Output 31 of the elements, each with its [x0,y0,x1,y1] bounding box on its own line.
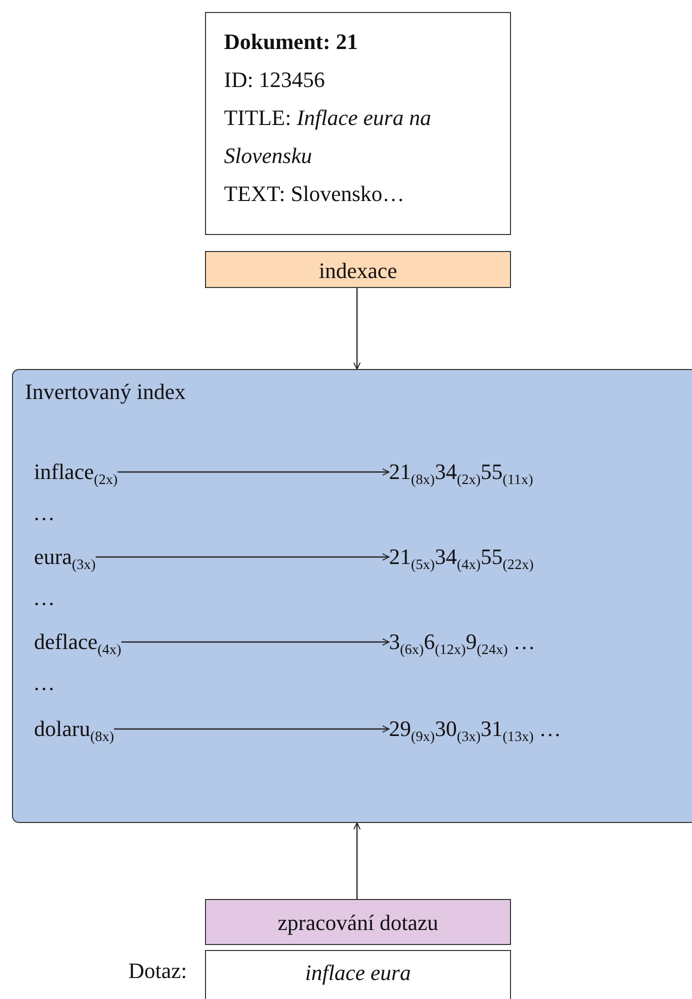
ellipsis-text: … [33,670,55,696]
box-label: inflace eura [304,959,412,987]
document-box [205,12,511,235]
query-box [205,950,511,999]
document-heading: Dokument: 21 [224,28,359,56]
index-panel [12,369,692,823]
arrow [96,553,390,561]
arrow [353,822,361,899]
posting-list: 3$_{(6x)}$6$_{(12x)}$9$_{(24x)}$ … [389,625,536,659]
term-text: inflace$_{(2x)}$ [34,458,118,489]
arrow [118,468,390,476]
ellipsis-text: … [33,585,55,611]
panel-title: Invertovaný index [25,378,187,406]
ellipsis-text: … [33,500,55,526]
posting-list: 21$_{(5x)}$34$_{(4x)}$55$_{(22x)}$ [389,540,534,574]
arrow [114,725,390,733]
posting-list: 29$_{(9x)}$30$_{(3x)}$31$_{(13x)}$ … [389,712,562,746]
term-text: eura$_{(3x)}$ [34,543,96,574]
box-label: zpracování dotazu [276,909,440,937]
process-box [205,899,511,945]
term-text: dolaru$_{(8x)}$ [34,715,114,746]
box-label: indexace [318,257,398,285]
field-text: ID: 123456 [224,66,326,94]
field-text: TEXT: Slovensko… [224,180,406,208]
arrow [353,288,361,370]
field-text: TITLE: Inflace eura na Slovensku [224,104,432,170]
posting-list: 21$_{(8x)}$34$_{(2x)}$55$_{(11x)}$ [389,455,534,489]
process-box [205,251,511,288]
side-label: Dotaz: [127,958,187,984]
term-text: deflace$_{(4x)}$ [34,628,122,659]
arrow [121,638,390,646]
